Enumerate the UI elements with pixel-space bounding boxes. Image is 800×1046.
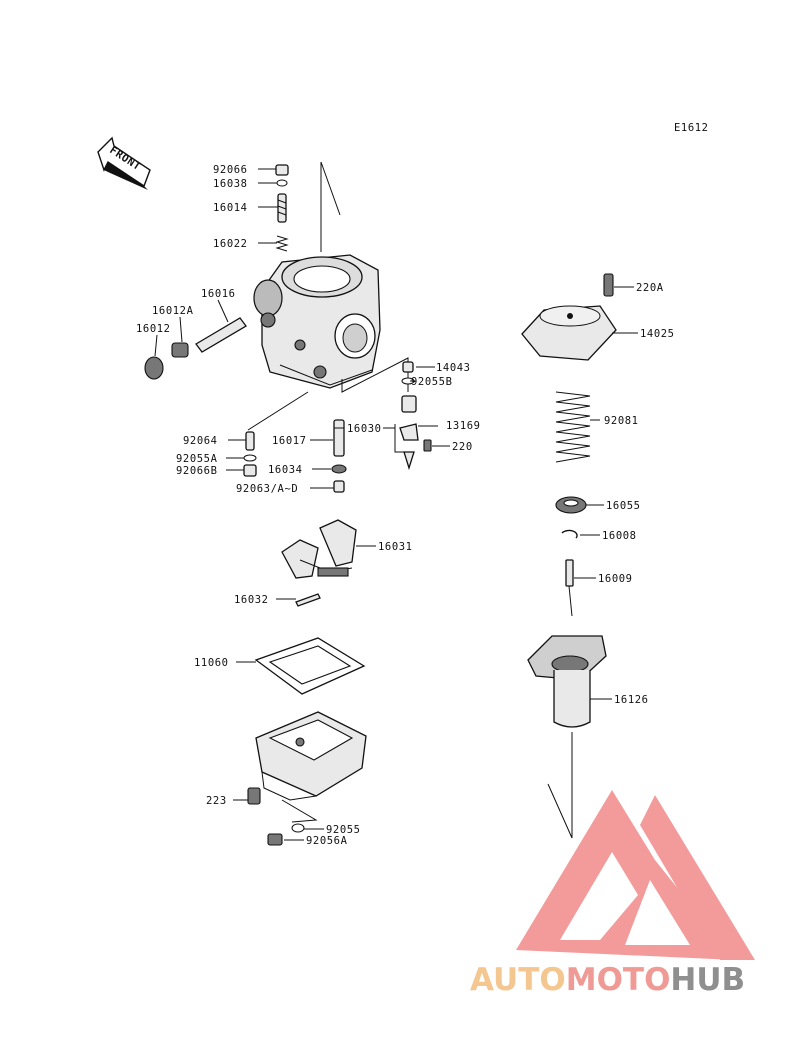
label-92055B: 92055B: [411, 376, 453, 388]
label-16012A: 16012A: [152, 305, 194, 317]
screw-220A: [603, 273, 614, 297]
label-16032: 16032: [234, 594, 269, 606]
label-16014: 16014: [213, 202, 248, 214]
label-14043: 14043: [436, 362, 471, 374]
oring-92055: [291, 823, 305, 833]
label-16022: 16022: [213, 238, 248, 250]
logo-text-hub: HUB: [670, 962, 746, 998]
shaft-16016: [195, 317, 247, 353]
label-92055A: 92055A: [176, 453, 218, 465]
cover-14025: [521, 305, 617, 361]
float-valve-16030: [394, 395, 417, 453]
label-220A: 220A: [636, 282, 664, 294]
label-223: 223: [206, 795, 227, 807]
label-16038: 16038: [213, 178, 248, 190]
diagram-code: E1612: [674, 122, 709, 134]
screw-220: [423, 439, 432, 452]
spring-92081: [555, 391, 591, 463]
label-16126: 16126: [614, 694, 649, 706]
label-16030: 16030: [347, 423, 382, 435]
label-16034: 16034: [268, 464, 303, 476]
label-16017: 16017: [272, 435, 307, 447]
spring-16012A: [171, 342, 189, 358]
float-16031: [281, 519, 357, 579]
logo-mark: [516, 790, 755, 960]
gasket-11060: [254, 637, 366, 695]
logo-text-auto: AUTO: [470, 962, 566, 998]
needle-16030: [403, 451, 415, 471]
label-13169: 13169: [446, 420, 481, 432]
label-16031: 16031: [378, 541, 413, 553]
label-92066B: 92066B: [176, 465, 218, 477]
screw-16014: [277, 193, 287, 223]
label-16055: 16055: [606, 500, 641, 512]
needle-16009: [565, 559, 574, 617]
logo-text: AUTOMOTOHUB: [470, 962, 795, 1002]
label-92064: 92064: [183, 435, 218, 447]
label-16016: 16016: [201, 288, 236, 300]
label-92066: 92066: [213, 164, 248, 176]
plug-92066B: [243, 464, 257, 477]
diaphragm-16126: [527, 635, 607, 728]
seat-16055: [555, 496, 587, 514]
label-92055: 92055: [326, 824, 361, 836]
label-14025: 14025: [640, 328, 675, 340]
float-bowl: [255, 711, 367, 801]
front-arrow-icon: FRONT: [97, 136, 151, 190]
logo-text-moto: MOTO: [565, 962, 671, 998]
label-16012: 16012: [136, 323, 171, 335]
washer-16034: [331, 464, 347, 474]
label-11060: 11060: [194, 657, 229, 669]
oring-92055A: [243, 454, 257, 462]
tube-16017: [333, 419, 345, 457]
carburetor-body: [253, 254, 381, 389]
screw-223: [247, 787, 261, 805]
label-92063: 92063/A~D: [236, 483, 298, 495]
cap-92066: [275, 164, 289, 176]
ring-16038: [276, 179, 288, 187]
spring-16022: [275, 235, 289, 252]
label-92056A: 92056A: [306, 835, 348, 847]
jet-92064: [245, 431, 255, 451]
jet-92063: [333, 480, 345, 493]
plug-92056A: [267, 833, 283, 846]
label-92081: 92081: [604, 415, 639, 427]
label-16009: 16009: [598, 573, 633, 585]
pin-16032: [295, 593, 321, 607]
label-16008: 16008: [602, 530, 637, 542]
cap-16012: [144, 356, 164, 380]
clip-16008: [561, 529, 578, 539]
valve-14043: [402, 361, 414, 373]
label-220: 220: [452, 441, 473, 453]
clip-13169: [399, 423, 419, 441]
